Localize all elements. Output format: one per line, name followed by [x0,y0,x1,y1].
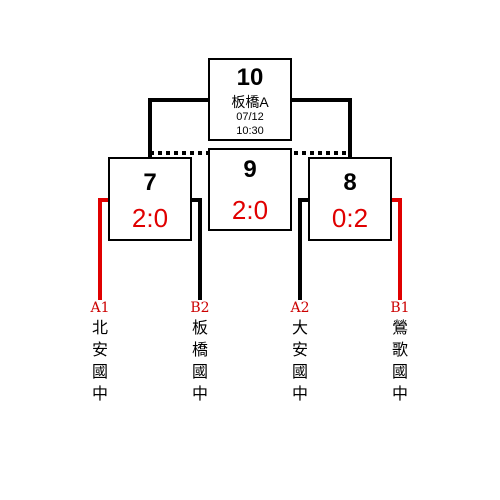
match-8-score: 0:2 [331,203,369,233]
match-9-score: 2:0 [231,195,269,225]
final-match-box: 10 板橋A 07/12 10:30 [208,58,292,141]
team-a2-char: 中 [291,384,308,403]
team-b2-line [191,198,202,300]
team-b2-char: 國 [191,362,208,381]
final-venue: 板橋A [231,94,269,110]
team-a1-char: 安 [91,340,108,359]
team-b2: B2 板 橋 國 中 [188,299,212,405]
team-b1-char: 國 [391,362,408,381]
team-b1-line [391,198,402,300]
team-b2-seed: B2 [190,300,210,316]
team-a2-char: 安 [291,340,308,359]
match-9-box: 9 2:0 [208,148,292,231]
team-b1-seed: B1 [390,300,410,316]
match-9-number: 9 [243,156,257,183]
team-a2-line [298,198,309,300]
team-b2-char: 板 [191,318,208,337]
match-7-box: 7 2:0 [108,157,192,241]
final-date: 07/12 [236,111,264,123]
team-a1-seed: A1 [90,300,110,316]
team-a2-seed: A2 [290,300,310,316]
team-a1-char: 中 [91,384,108,403]
team-b1: B1 鶯 歌 國 中 [388,299,412,405]
team-b1-char: 歌 [391,340,408,359]
final-time: 10:30 [236,125,264,137]
team-b2-char: 中 [191,384,208,403]
team-a2-char: 國 [291,362,308,381]
match-7-score: 2:0 [131,203,169,233]
final-right-connector [291,98,352,158]
match-8-number: 8 [343,169,357,196]
team-a1-char: 北 [91,318,108,337]
team-b1-char: 鶯 [391,318,408,337]
final-left-connector [148,98,209,158]
match-7-number: 7 [143,169,157,196]
team-a1-line [98,198,109,300]
team-b2-char: 橋 [191,340,208,359]
final-match-number: 10 [236,64,264,91]
team-a2-char: 大 [291,318,308,337]
team-a2: A2 大 安 國 中 [288,299,312,405]
team-a1: A1 北 安 國 中 [88,299,112,405]
match-8-box: 8 0:2 [308,157,392,241]
team-b1-char: 中 [391,384,408,403]
team-a1-char: 國 [91,362,108,381]
